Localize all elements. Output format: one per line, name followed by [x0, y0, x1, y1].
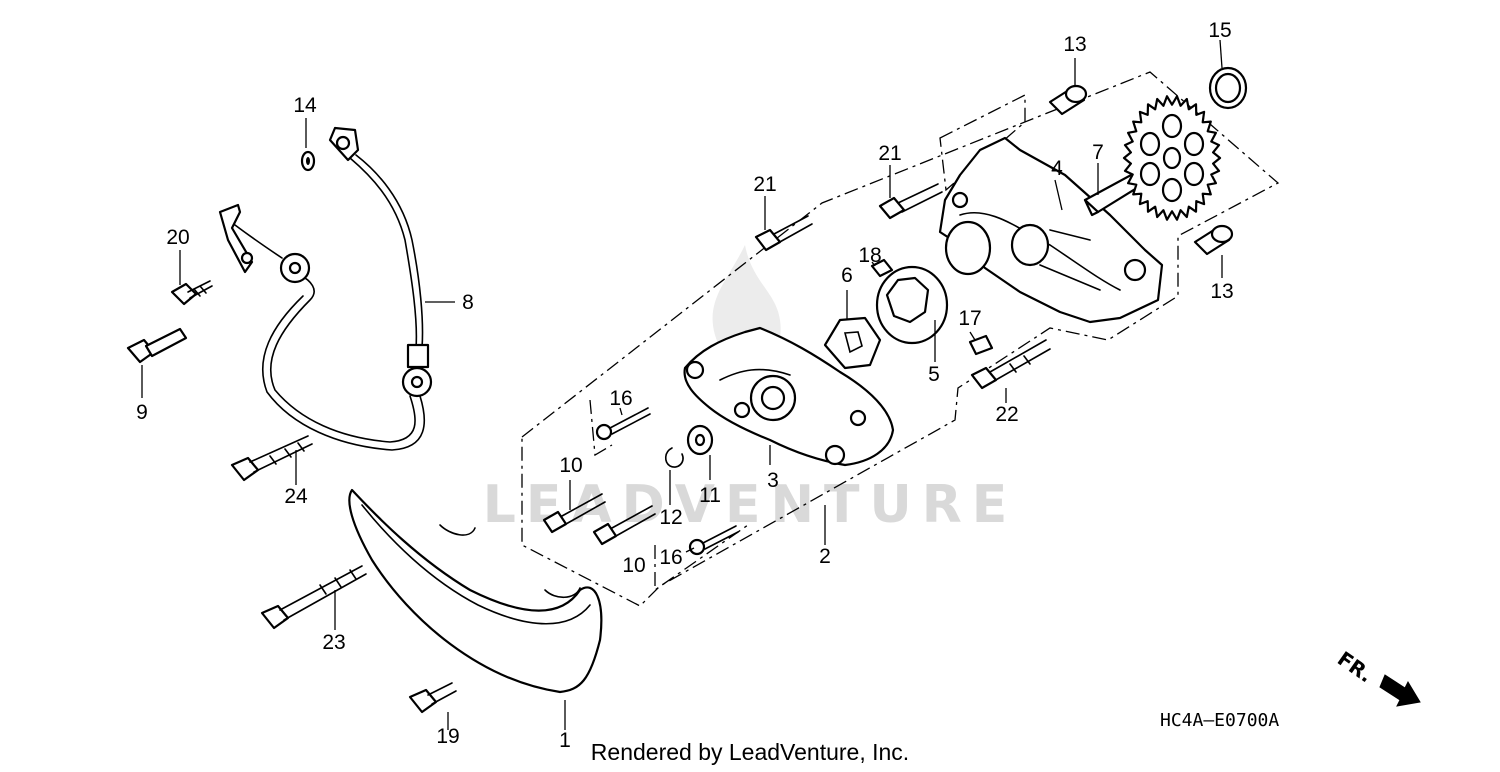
gear-hole: [1139, 161, 1161, 187]
callout-9: 9: [136, 401, 148, 424]
bolt-22: [970, 339, 1051, 390]
callout-16-upper: 16: [609, 387, 632, 410]
screw-16-upper: [595, 407, 651, 441]
gear-hub: [1162, 146, 1182, 170]
callout-10-lower: 10: [622, 554, 645, 577]
pump-body: [938, 136, 1164, 324]
callout-12: 12: [659, 506, 682, 529]
callout-13-lower: 13: [1210, 280, 1233, 303]
washer-11: [686, 424, 714, 456]
gear-hole: [1183, 131, 1205, 157]
callout-14: 14: [293, 94, 317, 117]
callout-21-upper: 21: [878, 142, 901, 165]
callout-5: 5: [928, 363, 940, 386]
callout-7: 7: [1092, 141, 1104, 164]
pump-cover: [683, 326, 895, 467]
bolt-19: [408, 682, 457, 714]
callout-18: 18: [858, 244, 881, 267]
footer-credit: Rendered by LeadVenture, Inc.: [591, 739, 909, 765]
callout-6: 6: [841, 264, 853, 287]
callout-3: 3: [767, 469, 779, 492]
callout-19: 19: [436, 725, 459, 748]
bolt-9: [126, 327, 188, 364]
circlip-12: [664, 447, 684, 468]
o-ring: [1208, 66, 1248, 110]
bolt-20: [170, 280, 213, 306]
dowel-pin-17: [968, 334, 994, 356]
diagram-code: HC4A–E0700A: [1160, 710, 1279, 731]
callout-10-upper: 10: [559, 454, 582, 477]
collar-subgroup-outline: [939, 93, 1026, 192]
callout-22: 22: [995, 403, 1018, 426]
callout-24: 24: [284, 485, 308, 508]
collar-lower: [1193, 224, 1234, 256]
screw-10-lower: [592, 505, 656, 546]
callout-16-lower: 16: [659, 546, 682, 569]
arrow-icon: [1379, 674, 1421, 707]
callout-1: 1: [559, 729, 571, 752]
callout-17: 17: [958, 307, 981, 330]
callout-2: 2: [819, 545, 831, 568]
screw-16-lower: [688, 525, 739, 556]
bolt-23: [260, 565, 367, 630]
gear-hole: [1161, 113, 1183, 139]
screw-10-upper: [542, 493, 606, 534]
collar-upper: [1048, 84, 1088, 116]
callout-21-lower: 21: [753, 173, 776, 196]
pump-drive-gear: [1122, 95, 1222, 221]
callout-11: 11: [699, 484, 721, 507]
callout-15: 15: [1208, 19, 1231, 42]
bolt-21-lower: [754, 215, 813, 252]
dowel-pin-18: [870, 258, 894, 278]
sealing-washer: [300, 150, 316, 172]
gear-hole: [1139, 131, 1161, 157]
callout-8: 8: [462, 291, 474, 314]
callout-13-upper: 13: [1063, 33, 1086, 56]
inner-rotor: [823, 316, 882, 370]
pump-guard-plate: [348, 488, 603, 694]
callout-4: 4: [1051, 157, 1063, 180]
pump-assembly-outline: [521, 71, 1280, 607]
outer-rotor: [875, 265, 949, 345]
oil-pipe: [218, 126, 433, 451]
callout-labels: 1 2 3 4 5 6 7 8 9 10 10 11 12 13 13 14 1…: [136, 19, 1234, 752]
front-direction-arrow: FR.: [1333, 646, 1421, 707]
leader-lines: [141, 39, 1223, 730]
gear-hole: [1161, 177, 1183, 203]
callout-20: 20: [166, 226, 189, 249]
callout-23: 23: [322, 631, 345, 654]
front-label: FR.: [1333, 646, 1377, 687]
bolt-24: [230, 435, 313, 482]
gear-hole: [1183, 161, 1205, 187]
screw-subgroup-outline: [589, 399, 749, 592]
bolt-21-upper: [878, 183, 943, 220]
